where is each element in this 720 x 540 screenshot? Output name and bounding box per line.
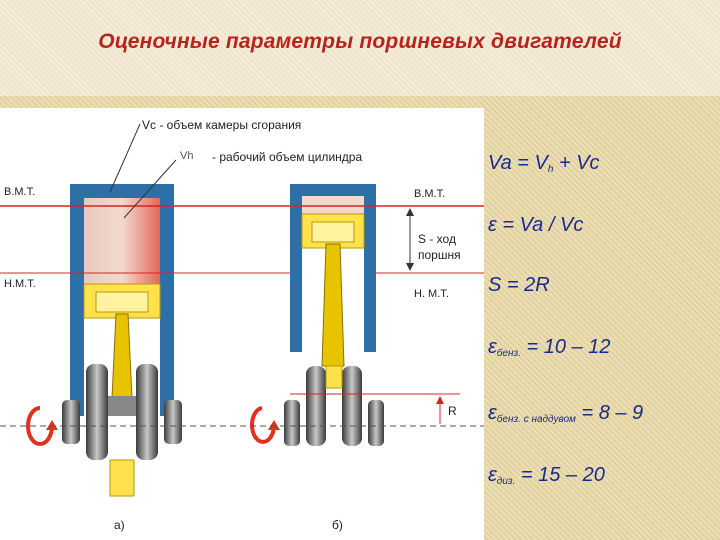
label-vc: Vc - объем камеры сгорания <box>142 118 302 132</box>
radius-arrow <box>436 396 444 404</box>
formula-diesel: εдиз. = 15 – 20 <box>488 464 605 487</box>
label-vmt-left: В.М.Т. <box>4 186 36 198</box>
formula-petrol-eps: ε <box>488 336 497 358</box>
label-vh-text: - рабочий объем цилиндра <box>212 150 363 164</box>
formula-turbo-eps: ε <box>488 402 497 424</box>
piston-pin-b <box>311 221 355 243</box>
rotation-arrow-b <box>250 406 276 444</box>
cylinder-head <box>70 184 174 198</box>
cylinder-wall-left-b <box>290 184 302 352</box>
crank-web-left-b <box>306 366 326 446</box>
stroke-arrow-bottom <box>406 263 414 271</box>
label-fig-a: а) <box>114 518 125 532</box>
rotation-arrow-a <box>26 406 54 446</box>
main-journal-left <box>62 400 80 444</box>
formula-turbo-rest: = 8 – 9 <box>575 402 644 424</box>
piston-pin <box>95 291 149 313</box>
crank-web-right <box>136 364 158 460</box>
formula-petrol-rest: = 10 – 12 <box>520 336 611 358</box>
crank-web-left <box>86 364 108 460</box>
cylinder-wall-right-b <box>364 184 376 352</box>
engine-b <box>250 184 384 446</box>
label-vmt-right: В.М.Т. <box>414 188 446 200</box>
label-stroke-2: поршня <box>418 248 461 262</box>
combustion-volume-b <box>302 196 364 214</box>
slide-title: Оценочные параметры поршневых двигателей <box>98 30 622 53</box>
formula-stroke: S = 2R <box>488 274 550 296</box>
cylinder-head-b <box>290 184 376 196</box>
formula-epsilon: ε = Va / Vc <box>488 214 584 236</box>
label-fig-b: б) <box>332 518 343 532</box>
crank-web-right-b <box>342 366 362 446</box>
formula-diesel-sub: диз. <box>496 476 516 487</box>
combustion-volume <box>84 198 160 284</box>
formula-petrol: εбенз. = 10 – 12 <box>488 336 610 359</box>
formula-panel: Va = Vh + Vc ε = Va / Vc S = 2R εбенз. =… <box>488 110 720 540</box>
formula-va-sub: h <box>547 164 554 175</box>
connecting-rod-b <box>321 243 345 367</box>
formula-diesel-eps: ε <box>488 464 497 486</box>
formula-va-main: Va = V <box>488 152 548 174</box>
formula-turbo-sub: бенз. с наддувом <box>496 414 576 425</box>
formula-turbo: εбенз. с наддувом = 8 – 9 <box>488 402 643 425</box>
rotation-arrowhead-b <box>268 420 280 430</box>
label-nmt-right: Н. М.Т. <box>414 288 449 300</box>
label-vh: Vh <box>180 150 194 162</box>
main-journal-right <box>164 400 182 444</box>
main-journal-left-b <box>284 400 300 446</box>
formula-diesel-rest: = 15 – 20 <box>515 464 605 486</box>
formula-petrol-sub: бенз. <box>496 348 521 359</box>
formula-va-rest: + Vc <box>553 152 600 174</box>
label-nmt-left: Н.М.Т. <box>4 278 36 290</box>
label-stroke-1: S - ход <box>418 232 456 246</box>
engine-diagram: Vc - объем камеры сгорания Vh - рабочий … <box>0 108 484 540</box>
rotation-arrowhead-a <box>46 420 58 430</box>
cylinder-wall-left <box>70 184 84 416</box>
engine-diagram-svg <box>0 123 484 497</box>
leader-vh <box>123 159 177 219</box>
main-journal-right-b <box>368 400 384 446</box>
engine-a <box>26 184 182 497</box>
stroke-arrow-top <box>406 208 414 216</box>
crank-pin-b <box>325 365 343 389</box>
formula-va: Va = Vh + Vc <box>488 152 600 175</box>
leader-vc <box>109 123 141 193</box>
cylinder-wall-right <box>160 184 174 416</box>
connecting-rod <box>111 313 133 399</box>
label-radius: R <box>448 404 457 418</box>
crank-counterweight <box>109 459 135 497</box>
crank-journal <box>108 396 136 416</box>
